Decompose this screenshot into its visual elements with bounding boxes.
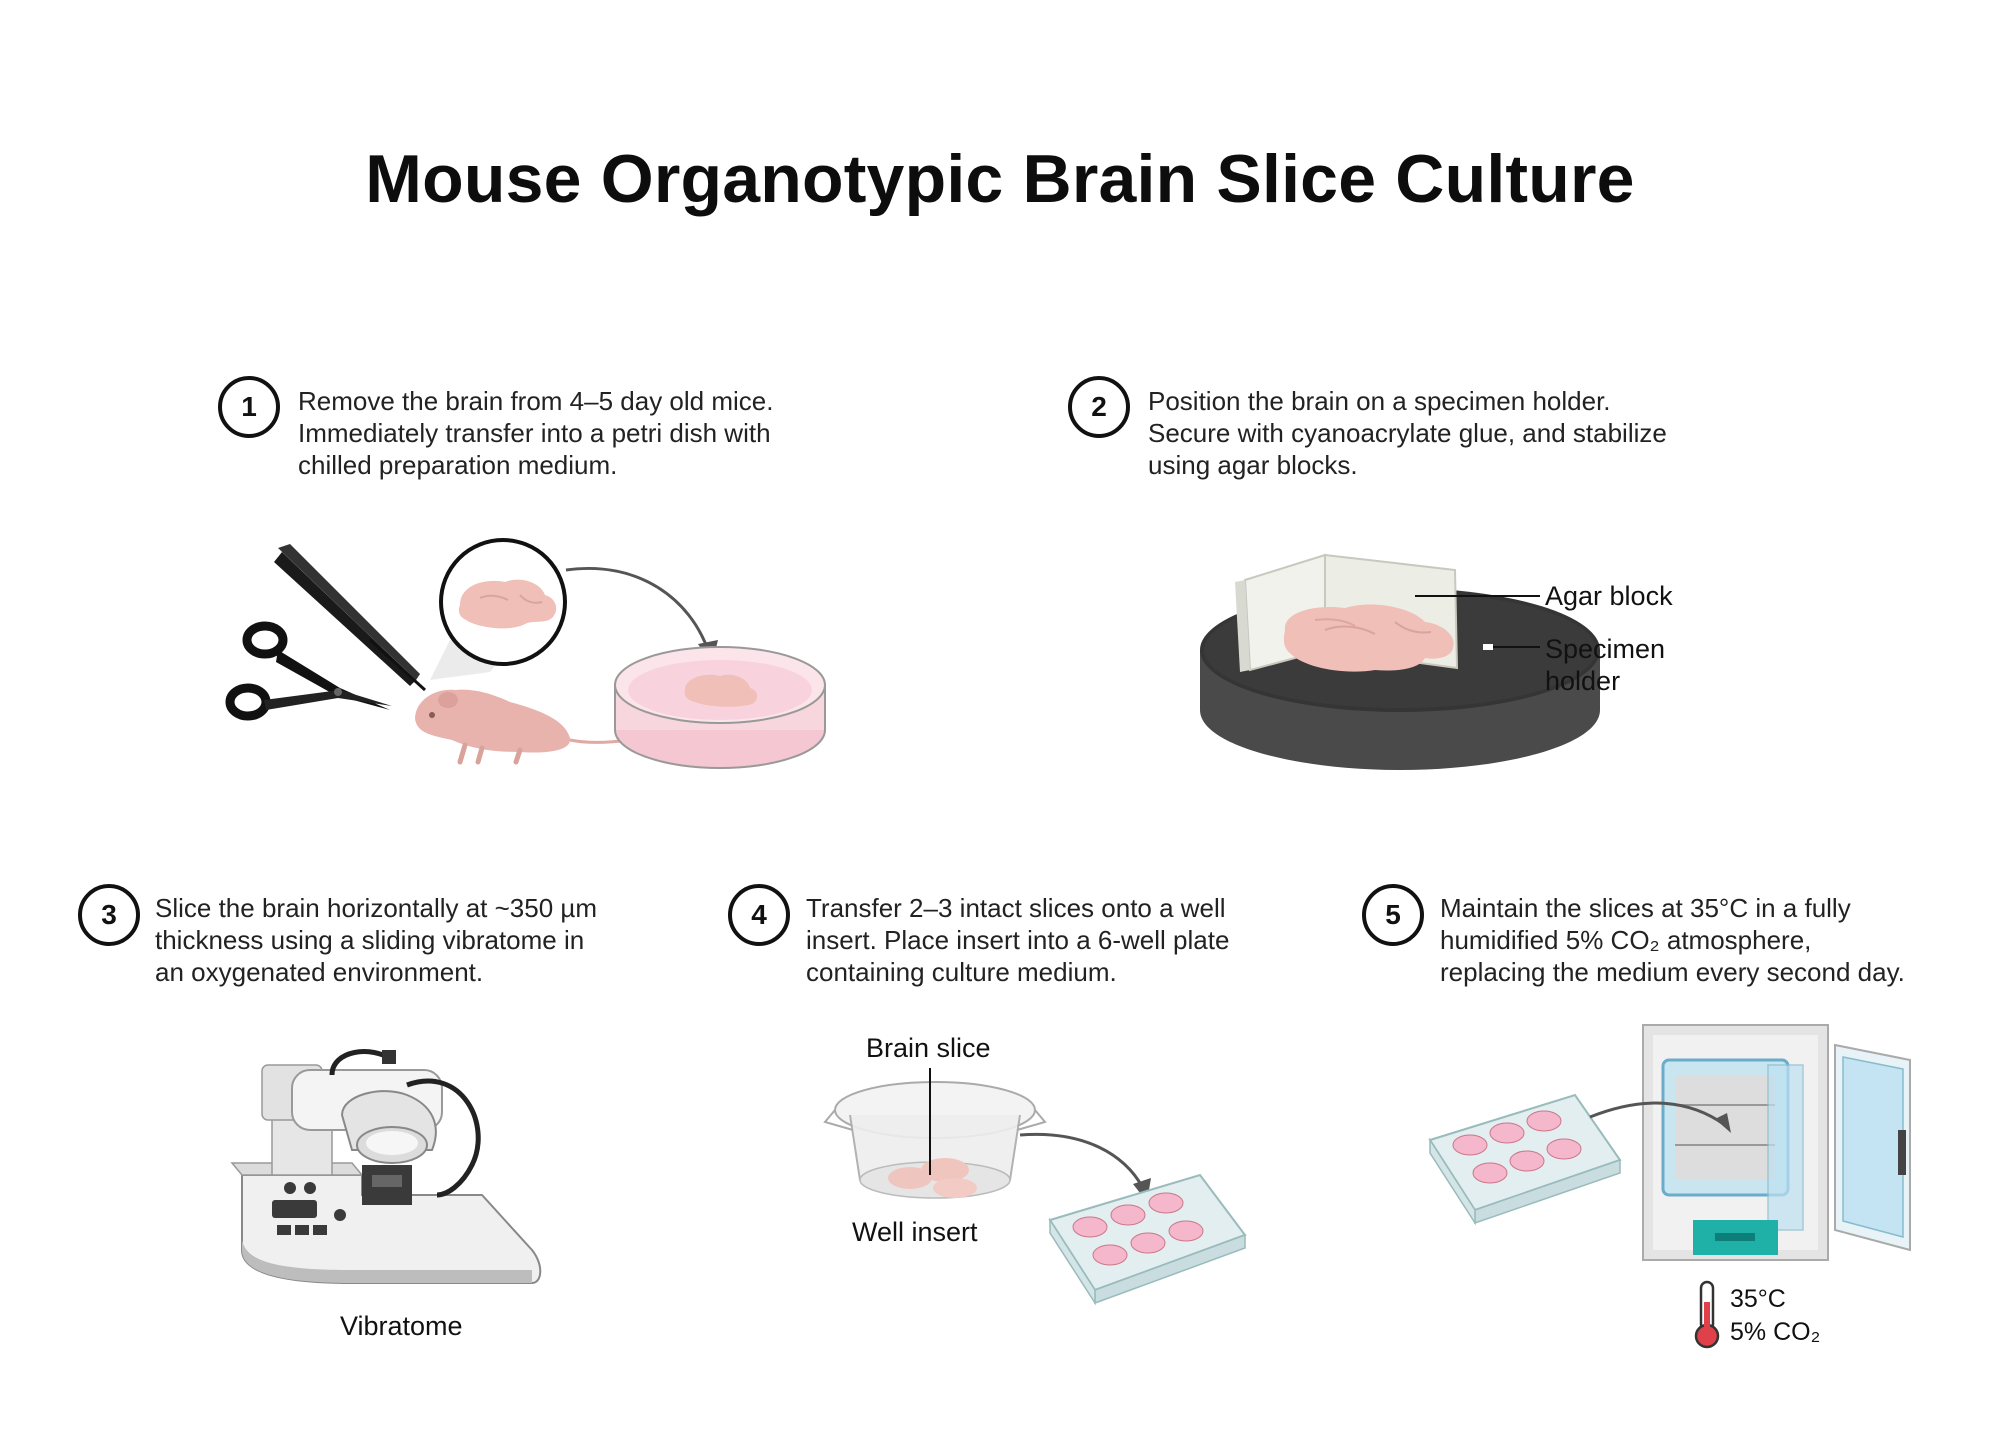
step-5-illustration xyxy=(1428,1024,1911,1261)
six-well-plate-icon xyxy=(1048,1173,1247,1306)
step-3-line-2: thickness using a sliding vibratome in xyxy=(155,925,585,955)
agar-block-label: Agar block xyxy=(1545,581,1673,611)
brain-on-holder-icon xyxy=(1283,604,1454,672)
step-2-line-2: Secure with cyanoacrylate glue, and stab… xyxy=(1148,418,1667,448)
step-1-number: 1 xyxy=(218,376,280,438)
step-1-line-1: Remove the brain from 4–5 day old mice. xyxy=(298,386,774,416)
specimen-holder-label-line-2: holder xyxy=(1545,666,1621,696)
vibratome-icon xyxy=(230,1049,542,1284)
step-4-line-1: Transfer 2–3 intact slices onto a well xyxy=(806,893,1226,923)
step-2-illustration xyxy=(1200,553,1600,770)
incubator-icon xyxy=(1642,1024,1911,1261)
step-3-line-1: Slice the brain horizontally at ~350 µm xyxy=(155,893,598,923)
mouse-pup-icon xyxy=(415,689,631,765)
step-3-line-3: an oxygenated environment. xyxy=(155,957,484,987)
specimen-holder-label: Specimen holder xyxy=(1545,633,1665,697)
step-3-text: Slice the brain horizontally at ~350 µm … xyxy=(155,892,597,988)
co2-label: 5% CO₂ xyxy=(1730,1318,1821,1346)
page-title: Mouse Organotypic Brain Slice Culture xyxy=(365,141,1635,217)
step-2-line-3: using agar blocks. xyxy=(1148,450,1358,480)
well-insert-icon xyxy=(823,1068,1047,1199)
temperature-label: 35°C xyxy=(1730,1285,1786,1313)
thermometer-icon xyxy=(1694,1280,1720,1349)
step-1-text: Remove the brain from 4–5 day old mice. … xyxy=(298,385,773,481)
step-5-line-1: Maintain the slices at 35°C in a fully xyxy=(1440,893,1851,923)
step-4-line-3: containing culture medium. xyxy=(806,957,1117,987)
step-5-line-2: humidified 5% CO₂ atmosphere, xyxy=(1440,925,1812,955)
step-4-illustration xyxy=(823,1068,1247,1306)
step-4-text: Transfer 2–3 intact slices onto a well i… xyxy=(806,892,1229,988)
step-3-illustration xyxy=(230,1049,542,1284)
petri-dish-icon xyxy=(614,646,826,769)
brain-slice-label: Brain slice xyxy=(866,1033,991,1063)
step-2-number: 2 xyxy=(1068,376,1130,438)
step-5-text: Maintain the slices at 35°C in a fully h… xyxy=(1440,892,1905,988)
step-5-number: 5 xyxy=(1362,884,1424,946)
scissors-icon xyxy=(225,621,392,721)
step-5-line-3: replacing the medium every second day. xyxy=(1440,957,1905,987)
specimen-holder-label-line-1: Specimen xyxy=(1545,634,1666,664)
step-1-line-2: Immediately transfer into a petri dish w… xyxy=(298,418,771,448)
step-2-text: Position the brain on a specimen holder.… xyxy=(1148,385,1667,481)
step-4-number: 4 xyxy=(728,884,790,946)
step-4-line-2: insert. Place insert into a 6-well plate xyxy=(806,925,1230,955)
forceps-icon xyxy=(274,544,427,692)
vibratome-label: Vibratome xyxy=(340,1311,463,1341)
six-well-plate-icon xyxy=(1428,1093,1622,1226)
brain-icon xyxy=(458,579,557,629)
step-3-number: 3 xyxy=(78,884,140,946)
step-1-line-3: chilled preparation medium. xyxy=(298,450,618,480)
step-2-line-1: Position the brain on a specimen holder. xyxy=(1148,386,1611,416)
step-1-illustration xyxy=(225,538,826,769)
well-insert-label: Well insert xyxy=(852,1217,978,1247)
